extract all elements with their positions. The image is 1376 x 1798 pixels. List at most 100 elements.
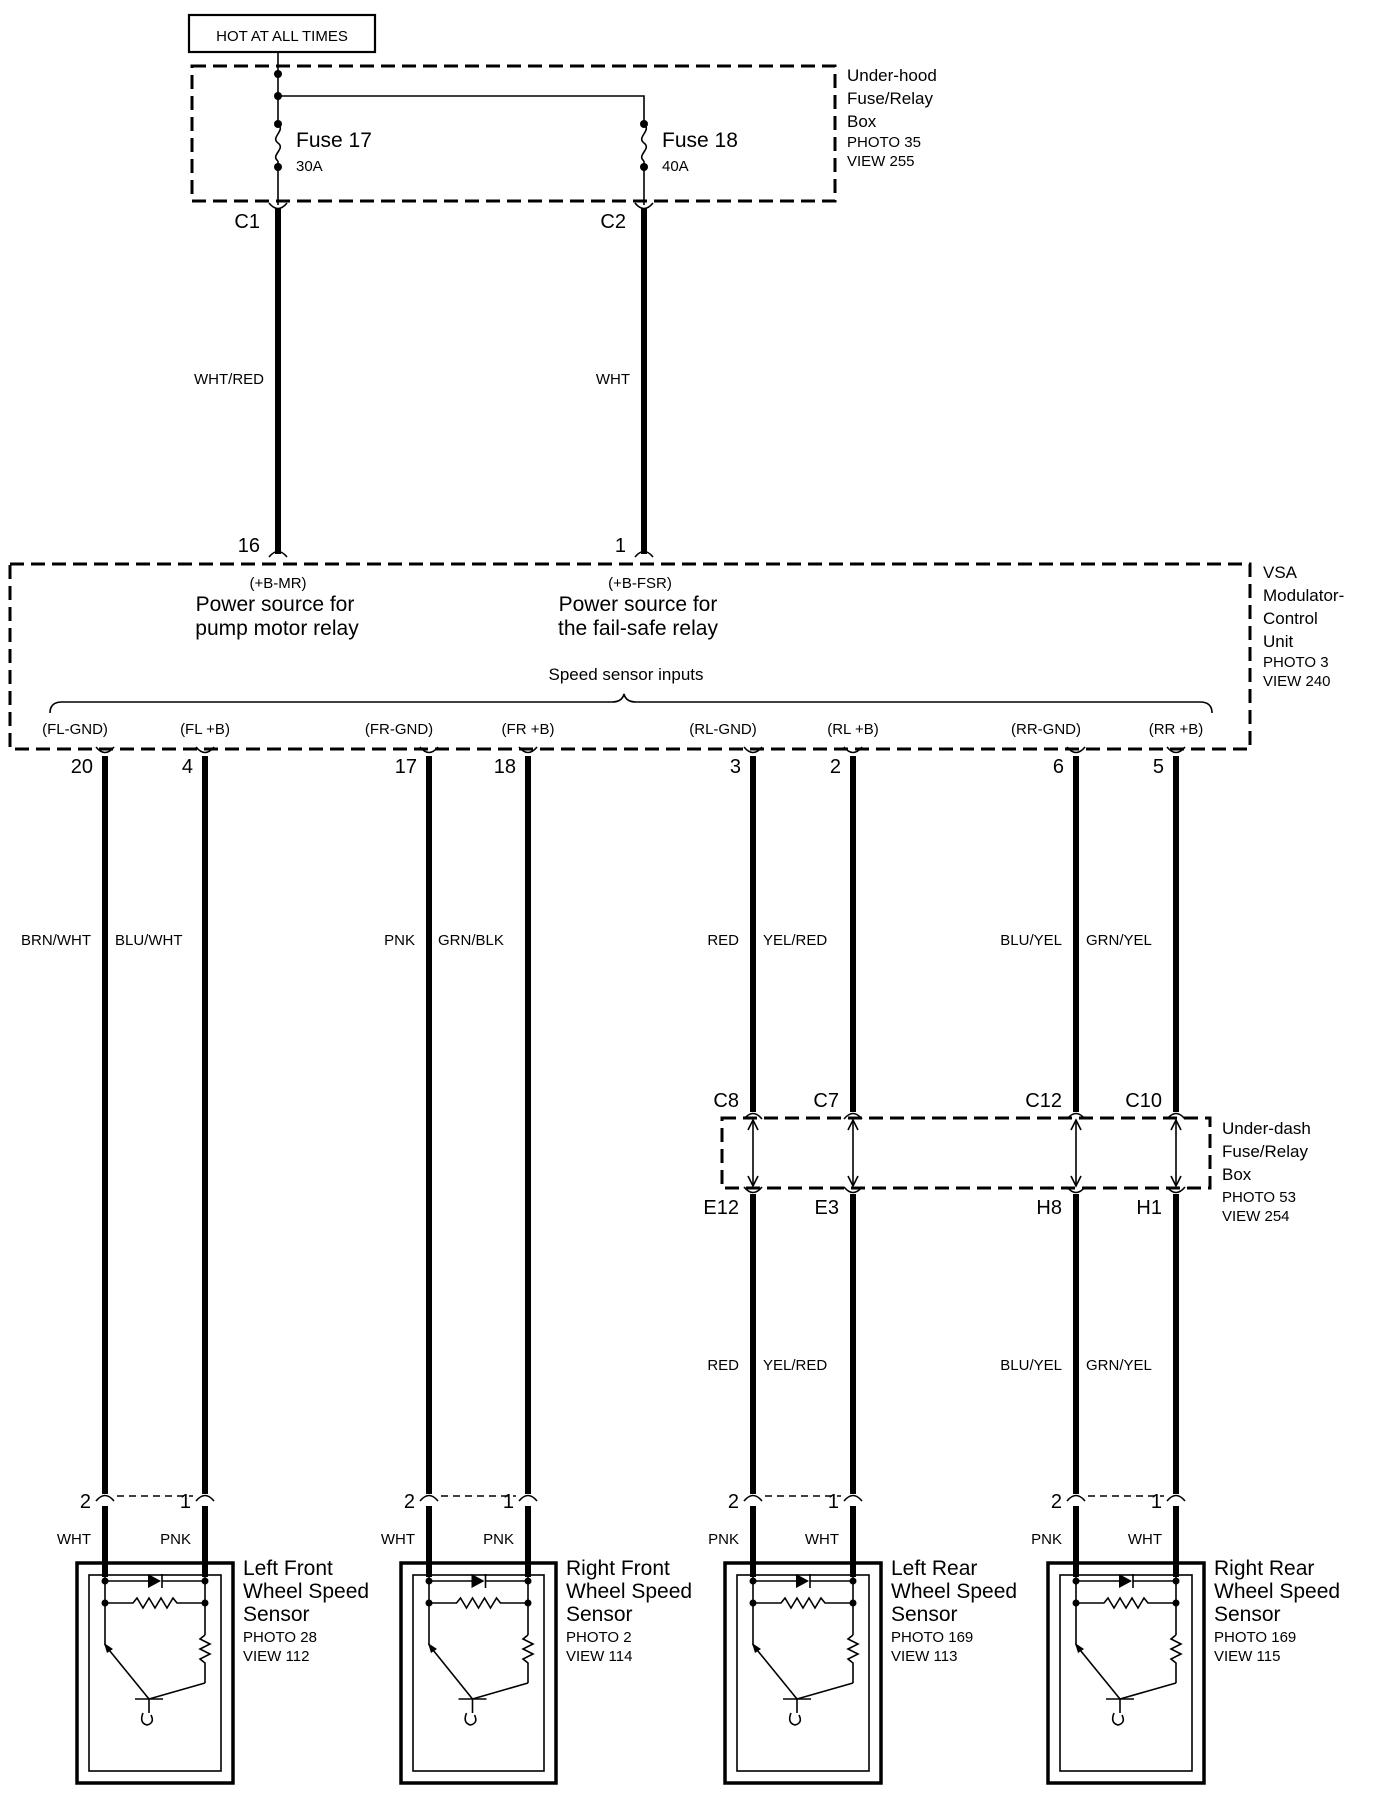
vsa-signal-b-mr: (+B-MR) [249, 575, 306, 592]
vsa-signal-7: (RR-GND) [1011, 721, 1081, 738]
wire-color-lower-5: RED [707, 1357, 739, 1374]
vsa-pin-16: 16 [238, 535, 260, 557]
sensor-1-name-3: Sensor [243, 1603, 310, 1626]
vsa-unit-labels: VSA Modulator- Control Unit PHOTO 3 VIEW… [49, 563, 1344, 714]
vsa-signal-6: (RL +B) [827, 721, 879, 738]
fuse-18-rating: 40A [662, 158, 689, 175]
sensor-pin-1: 2 [80, 1491, 91, 1513]
sensor-4-name-3: Sensor [1214, 1603, 1281, 1626]
vsa-signal-2: (FL +B) [180, 721, 230, 738]
connector-c1: C1 [234, 211, 260, 233]
vsa-signal-b-fsr: (+B-FSR) [608, 575, 672, 592]
underdash-connector-c10: C10 [1125, 1090, 1162, 1112]
fuse-17-name: Fuse 17 [296, 129, 372, 152]
sensor-3-name-3: Sensor [891, 1603, 958, 1626]
wire-color-upper-2: BLU/WHT [115, 932, 183, 949]
sensor-3-view: VIEW 113 [891, 1648, 957, 1665]
underdash-name-3: Box [1222, 1165, 1252, 1184]
power-wire-pump-motor: C1 WHT/RED 16 [180, 202, 288, 558]
sensor-wire-color-5: PNK [708, 1531, 739, 1548]
sensor-pin-3: 2 [404, 1491, 415, 1513]
sensor-2-name-2: Wheel Speed [566, 1580, 692, 1603]
wire-color-upper-6: YEL/RED [763, 932, 827, 949]
vsa-desc-1a: Power source for [196, 593, 355, 616]
vsa-photo: PHOTO 3 [1263, 654, 1329, 671]
sensor-2-view: VIEW 114 [566, 1648, 632, 1665]
vsa-pin-2: 2 [830, 756, 841, 778]
underhood-box-labels: Under-hood Fuse/Relay Box PHOTO 35 VIEW … [847, 66, 937, 170]
sensor-wire-color-4: PNK [483, 1531, 514, 1548]
wire-color-upper-8: GRN/YEL [1086, 932, 1152, 949]
underdash-fuse-box [720, 1116, 1212, 1190]
fuse-18: Fuse 18 40A [640, 123, 738, 205]
vsa-signal-8: (RR +B) [1149, 721, 1204, 738]
power-wire-fail-safe: C2 WHT 1 [580, 202, 654, 558]
sensor-3-name-2: Wheel Speed [891, 1580, 1017, 1603]
vsa-pin-18: 18 [494, 756, 516, 778]
sensor-4-name-1: Right Rear [1214, 1557, 1314, 1580]
underdash-name-1: Under-dash [1222, 1119, 1311, 1138]
fuse-18-name: Fuse 18 [662, 129, 738, 152]
sensor-2-name-1: Right Front [566, 1557, 670, 1580]
vsa-name-2: Modulator- [1263, 586, 1344, 605]
underhood-box-view: VIEW 255 [847, 153, 915, 170]
underdash-connector-e3: E3 [815, 1197, 839, 1219]
wire-color-lower-8: GRN/YEL [1086, 1357, 1152, 1374]
underhood-bus [274, 52, 648, 128]
sensor-3-name-1: Left Rear [891, 1557, 977, 1580]
sensor-2-photo: PHOTO 2 [566, 1629, 632, 1646]
sensor-4-photo: PHOTO 169 [1214, 1629, 1296, 1646]
sensor-pin-7: 2 [1051, 1491, 1062, 1513]
speed-sensor-inputs-bracket [49, 693, 1213, 714]
vsa-desc-2a: Power source for [559, 593, 718, 616]
sensor-1-name-1: Left Front [243, 1557, 333, 1580]
vsa-signal-4: (FR +B) [502, 721, 555, 738]
vsa-pin-4: 4 [182, 756, 193, 778]
fuse-17-rating: 30A [296, 158, 323, 175]
vsa-pin-20: 20 [71, 756, 93, 778]
underdash-connector-c7: C7 [813, 1090, 839, 1112]
wire-color-lower-6: YEL/RED [763, 1357, 827, 1374]
sensor-wire-color-3: WHT [381, 1531, 415, 1548]
sensor-pin-5: 2 [728, 1491, 739, 1513]
wire-color-upper-5: RED [707, 932, 739, 949]
sensor-pin-4: 1 [503, 1491, 514, 1513]
underdash-name-2: Fuse/Relay [1222, 1142, 1308, 1161]
underhood-box-name-3: Box [847, 112, 877, 131]
underdash-connector-c12: C12 [1025, 1090, 1062, 1112]
hot-label: HOT AT ALL TIMES [216, 28, 348, 45]
underhood-box-name-1: Under-hood [847, 66, 937, 85]
vsa-desc-1b: pump motor relay [195, 617, 359, 640]
sensor-wire-color-2: PNK [160, 1531, 191, 1548]
underhood-box-name-2: Fuse/Relay [847, 89, 933, 108]
sensor-1-name-2: Wheel Speed [243, 1580, 369, 1603]
hot-label-box [187, 13, 377, 54]
underdash-connector-h1: H1 [1136, 1197, 1162, 1219]
sensor-wire-color-7: PNK [1031, 1531, 1062, 1548]
vsa-desc-2b: the fail-safe relay [558, 617, 718, 640]
sensor-wire-color-6: WHT [805, 1531, 839, 1548]
wire-color-upper-1: BRN/WHT [21, 932, 91, 949]
sensor-pin-8: 1 [1151, 1491, 1162, 1513]
sensor-1-view: VIEW 112 [243, 1648, 309, 1665]
underdash-photo: PHOTO 53 [1222, 1189, 1296, 1206]
vsa-control-unit [8, 562, 1252, 751]
wire-color-upper-3: PNK [384, 932, 415, 949]
vsa-name-3: Control [1263, 609, 1318, 628]
wire-color-lower-7: BLU/YEL [1000, 1357, 1062, 1374]
fuse-17: Fuse 17 30A [274, 123, 372, 205]
sensor-pin-6: 1 [828, 1491, 839, 1513]
